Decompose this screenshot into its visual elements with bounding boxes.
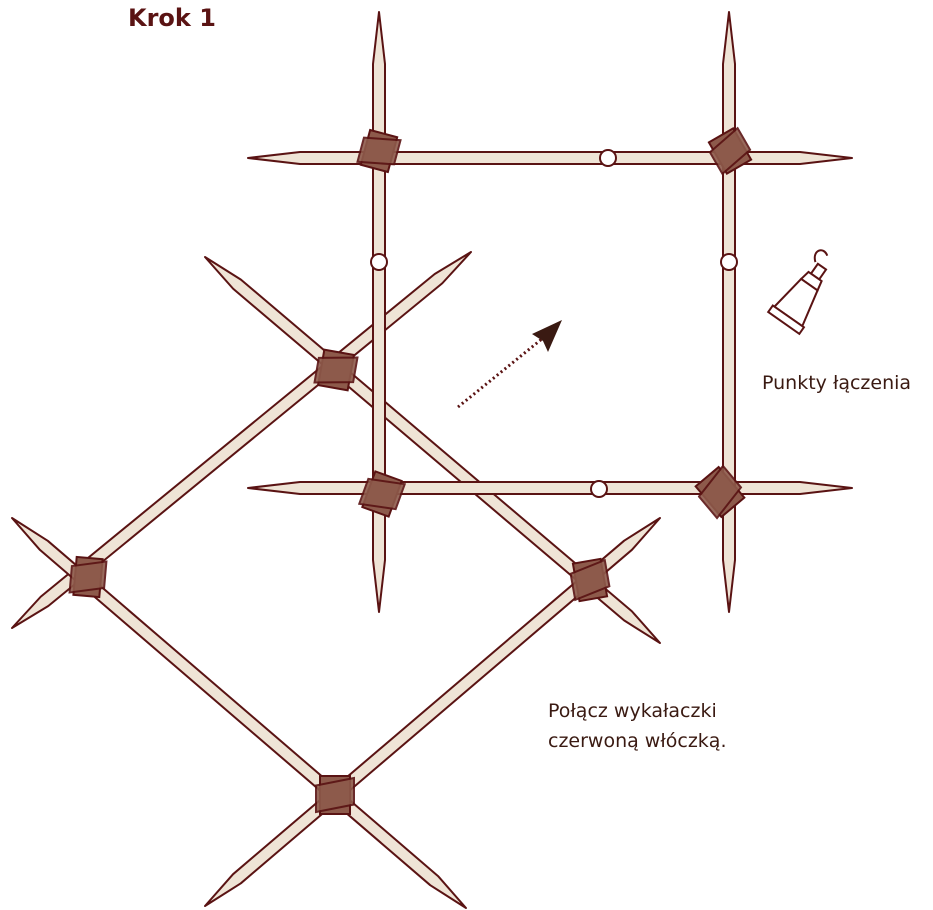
toothpick: [247, 481, 853, 495]
square-frame: [247, 11, 853, 613]
glue-tube-icon: [766, 249, 829, 336]
square-stick-right: [722, 11, 736, 613]
yarn-knot: [569, 557, 611, 603]
toothpick: [204, 256, 661, 644]
join-point-left: [370, 253, 388, 271]
joints-label: Punkty łączenia: [762, 372, 911, 394]
yarn-knot: [315, 775, 355, 815]
join-point-top: [599, 149, 617, 167]
yarn-knots: [68, 126, 753, 815]
yarn-knot: [357, 470, 407, 518]
move-arrow-icon: [457, 320, 562, 409]
yarn-knot: [694, 464, 746, 520]
yarn-knot: [707, 126, 753, 176]
toothpick: [722, 11, 736, 613]
step-title: Krok 1: [128, 4, 216, 32]
diamond-stick-right-top: [204, 256, 661, 644]
toothpick: [372, 11, 386, 613]
join-points: [370, 149, 738, 498]
join-point-bottom: [590, 480, 608, 498]
join-point-right: [720, 253, 738, 271]
yarn-knot: [68, 555, 108, 599]
square-stick-left: [372, 11, 386, 613]
toothpick: [11, 517, 467, 909]
yarn-knot: [313, 348, 359, 392]
yarn-knot: [356, 128, 402, 174]
toothpick: [247, 151, 853, 165]
toothpick: [11, 251, 472, 629]
square-stick-bottom: [247, 481, 853, 495]
instruction-line-1: Połącz wykałaczki: [548, 700, 717, 722]
diamond-stick-left-bottom: [11, 517, 467, 909]
diamond-frame: [11, 251, 661, 909]
square-stick-top: [247, 151, 853, 165]
diamond-stick-left-top: [11, 251, 472, 629]
instruction-line-2: czerwoną włóczką.: [548, 730, 726, 752]
